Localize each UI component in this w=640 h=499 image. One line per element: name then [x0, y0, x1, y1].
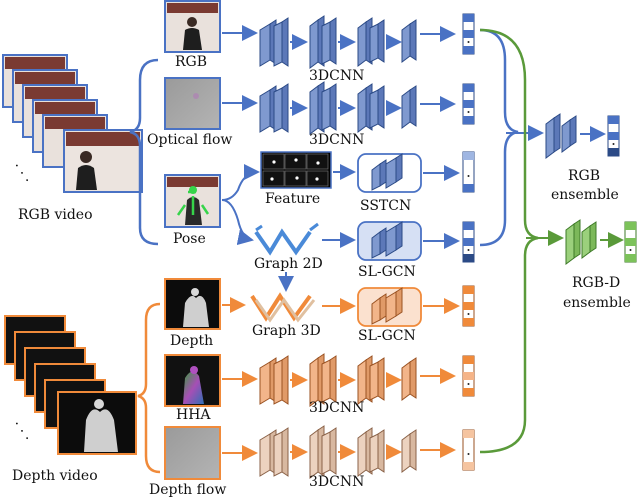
- score-vector-flow: [462, 83, 475, 125]
- rgb-label: RGB: [175, 54, 207, 70]
- hha-thumbnail: [164, 354, 221, 407]
- rgb-brace: [129, 58, 159, 246]
- depth-video-dots: · · ·: [8, 418, 34, 445]
- sstcn-label: SSTCN: [360, 198, 411, 214]
- feature-label: Feature: [265, 191, 320, 207]
- score-vector-hha: [462, 355, 475, 397]
- rgb-video-dots: · · ·: [8, 160, 34, 187]
- pose-label: Pose: [173, 231, 206, 247]
- depth-video-stack: [4, 315, 137, 455]
- sstcn-block: [357, 153, 422, 193]
- score-vector-rgb: [462, 13, 475, 55]
- rgbd-ensemble-bracket: [479, 28, 539, 454]
- rgb-ensemble-network: [545, 113, 606, 159]
- rgbd-ensemble-network: [565, 219, 624, 265]
- graph-3d: [250, 292, 316, 323]
- arrow-pose-feature: [221, 164, 260, 201]
- rgbd-ensemble-label-2: ensemble: [563, 295, 631, 311]
- depth-video-label: Depth video: [12, 468, 98, 484]
- depth-thumbnail: [164, 278, 221, 330]
- flow-3dcnn-label: 3DCNN: [309, 132, 364, 148]
- depth-flow-thumbnail: [164, 426, 221, 480]
- rgb-ensemble-label-1: RGB: [568, 168, 600, 184]
- rgb-ensemble-score: [607, 115, 620, 157]
- rgb-ensemble-bracket: [479, 28, 519, 247]
- pose-thumbnail: [164, 174, 221, 228]
- rgbd-ensemble-label-1: RGB-D: [572, 275, 620, 291]
- graph-3d-label: Graph 3D: [252, 323, 321, 339]
- slgcn-2d-label: SL-GCN: [358, 264, 416, 280]
- depth-flow-label: Depth flow: [149, 482, 226, 498]
- depth-brace: [137, 302, 161, 474]
- depth-frame-front: [57, 391, 137, 455]
- rgb-frame-front: [63, 129, 143, 193]
- depthflow-3dcnn-label: 3DCNN: [309, 474, 364, 490]
- feature-grid: [260, 151, 332, 189]
- depth-label: Depth: [170, 333, 213, 349]
- score-vector-slgcn3d: [462, 285, 475, 327]
- score-vector-depthflow: [462, 429, 475, 471]
- rgb-video-stack: [2, 54, 143, 193]
- optical-flow-thumbnail: [164, 77, 221, 130]
- rgb-video-label: RGB video: [18, 207, 93, 223]
- rgb-3dcnn: [259, 15, 456, 69]
- graph-2d-label: Graph 2D: [254, 256, 323, 272]
- rgb-3dcnn-label: 3DCNN: [309, 68, 364, 84]
- optical-flow-label: Optical flow: [147, 132, 232, 148]
- hha-3dcnn-label: 3DCNN: [309, 400, 364, 416]
- flow-3dcnn: [259, 81, 456, 135]
- slgcn-3d-block: [357, 287, 422, 327]
- arrow-pose-graph2d: [221, 199, 254, 246]
- hha-3dcnn: [259, 353, 456, 407]
- rgbd-ensemble-score: [624, 221, 637, 263]
- score-vector-slgcn2d: [462, 221, 475, 263]
- hha-label: HHA: [176, 407, 211, 423]
- slgcn-2d-block: [357, 221, 422, 261]
- score-vector-sstcn: [462, 151, 475, 193]
- depthflow-3dcnn: [259, 425, 456, 479]
- rgb-ensemble-label-2: ensemble: [551, 187, 619, 203]
- slgcn-3d-label: SL-GCN: [358, 328, 416, 344]
- graph-2d: [254, 222, 319, 256]
- rgb-thumbnail: [164, 0, 221, 53]
